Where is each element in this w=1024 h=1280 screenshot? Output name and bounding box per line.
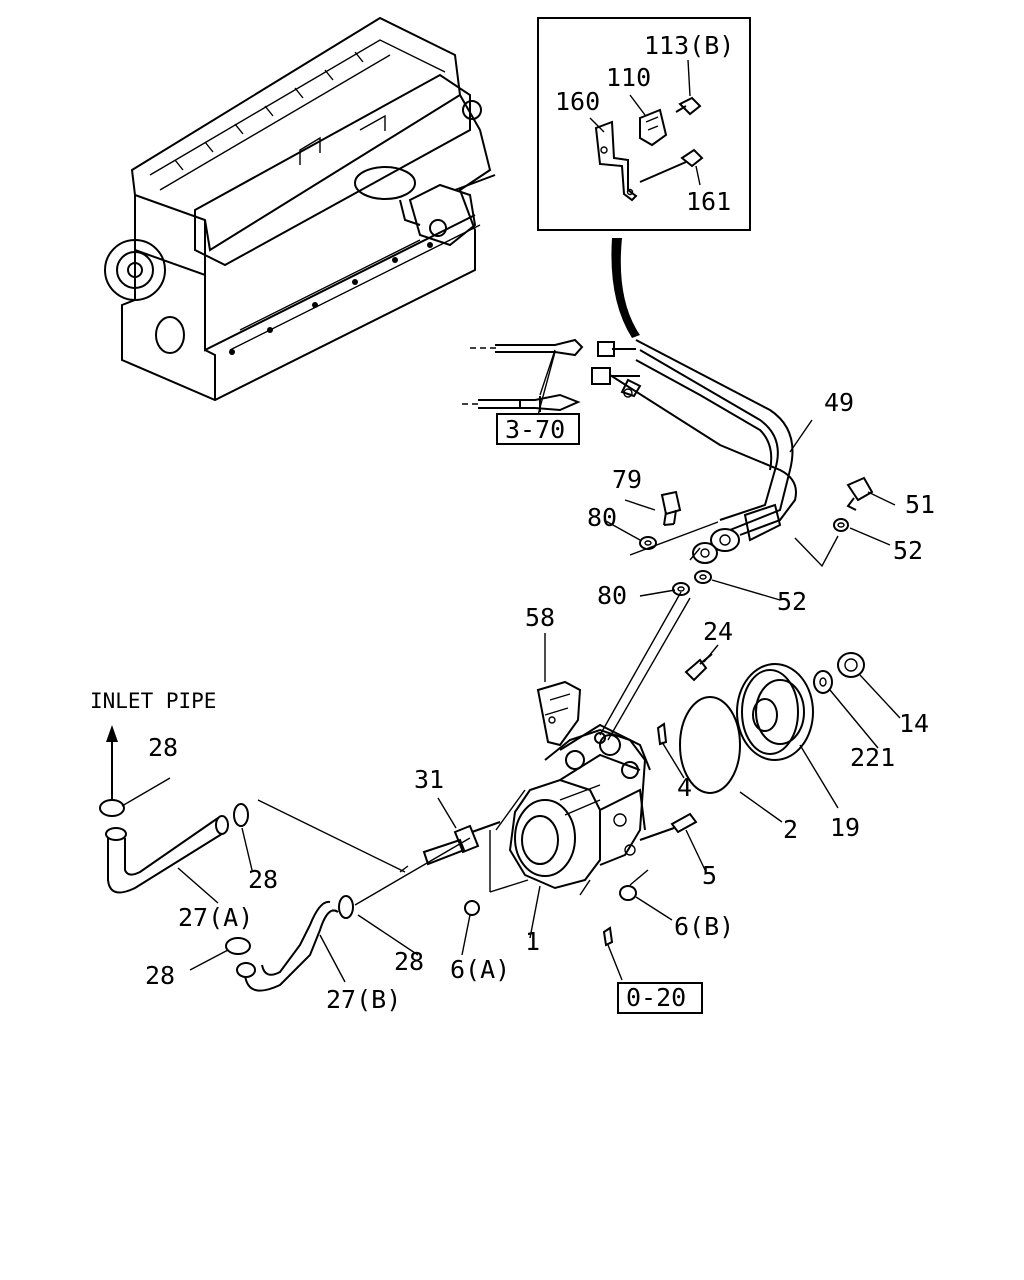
detail-pointer-arrow <box>611 238 640 338</box>
fuel-pipe-assembly <box>591 339 797 564</box>
part-labels: 113(B) 110 160 161 49 3-70 79 80 51 52 8… <box>90 31 935 1014</box>
label-14: 14 <box>899 709 929 738</box>
label-28-lower-right: 28 <box>394 947 424 976</box>
injector-nozzle-holders <box>460 338 584 416</box>
label-6b: 6(B) <box>674 912 734 941</box>
label-113b: 113(B) <box>644 31 734 60</box>
inlet-pipe-label: INLET PIPE <box>90 689 216 713</box>
label-79: 79 <box>612 465 642 494</box>
key-4 <box>656 722 668 746</box>
bracket-detail-inset <box>537 17 751 231</box>
drive-gear-19 <box>736 663 814 761</box>
label-1: 1 <box>525 927 540 956</box>
label-6a: 6(A) <box>450 955 510 984</box>
connector-31 <box>422 821 501 866</box>
label-5: 5 <box>702 861 717 890</box>
nut-14 <box>837 652 865 678</box>
inlet-direction-arrow <box>106 725 118 800</box>
label-221: 221 <box>850 743 895 772</box>
bolts-and-washers <box>599 476 874 741</box>
label-160: 160 <box>555 87 600 116</box>
label-28-top: 28 <box>148 733 178 762</box>
label-27a: 27(A) <box>178 903 253 932</box>
label-4: 4 <box>677 773 692 802</box>
label-31: 31 <box>414 765 444 794</box>
label-52-right: 52 <box>893 536 923 565</box>
label-ref-3-70: 3-70 <box>505 415 565 444</box>
label-27b: 27(B) <box>326 985 401 1014</box>
bracket-58 <box>536 680 582 747</box>
ref-box-0-20 <box>617 982 703 1014</box>
engine-block-illustration <box>104 16 496 402</box>
key-0-20 <box>602 926 614 947</box>
nut-6b <box>619 885 637 901</box>
injection-pump-body <box>508 723 651 890</box>
label-28-lower-left: 28 <box>145 961 175 990</box>
label-52-lower: 52 <box>777 587 807 616</box>
washer-221 <box>813 670 833 694</box>
hose-27b <box>236 900 339 992</box>
label-51: 51 <box>905 490 935 519</box>
label-161: 161 <box>686 187 731 216</box>
label-110: 110 <box>606 63 651 92</box>
label-80-lower: 80 <box>597 581 627 610</box>
label-80-upper: 80 <box>587 503 617 532</box>
label-2: 2 <box>783 815 798 844</box>
label-ref-0-20: 0-20 <box>626 983 686 1012</box>
label-28-middle: 28 <box>248 865 278 894</box>
ref-box-3-70 <box>496 413 580 445</box>
label-24: 24 <box>703 617 733 646</box>
nut-6a <box>464 900 480 916</box>
assembly-guide-lines <box>257 789 649 906</box>
leader-lines <box>121 419 901 983</box>
label-19: 19 <box>830 813 860 842</box>
o-ring-2 <box>679 696 741 794</box>
hose-clamps-28 <box>99 799 354 955</box>
bolt-5 <box>639 812 698 841</box>
label-49: 49 <box>824 388 854 417</box>
hose-27a <box>105 815 229 894</box>
label-58: 58 <box>525 603 555 632</box>
